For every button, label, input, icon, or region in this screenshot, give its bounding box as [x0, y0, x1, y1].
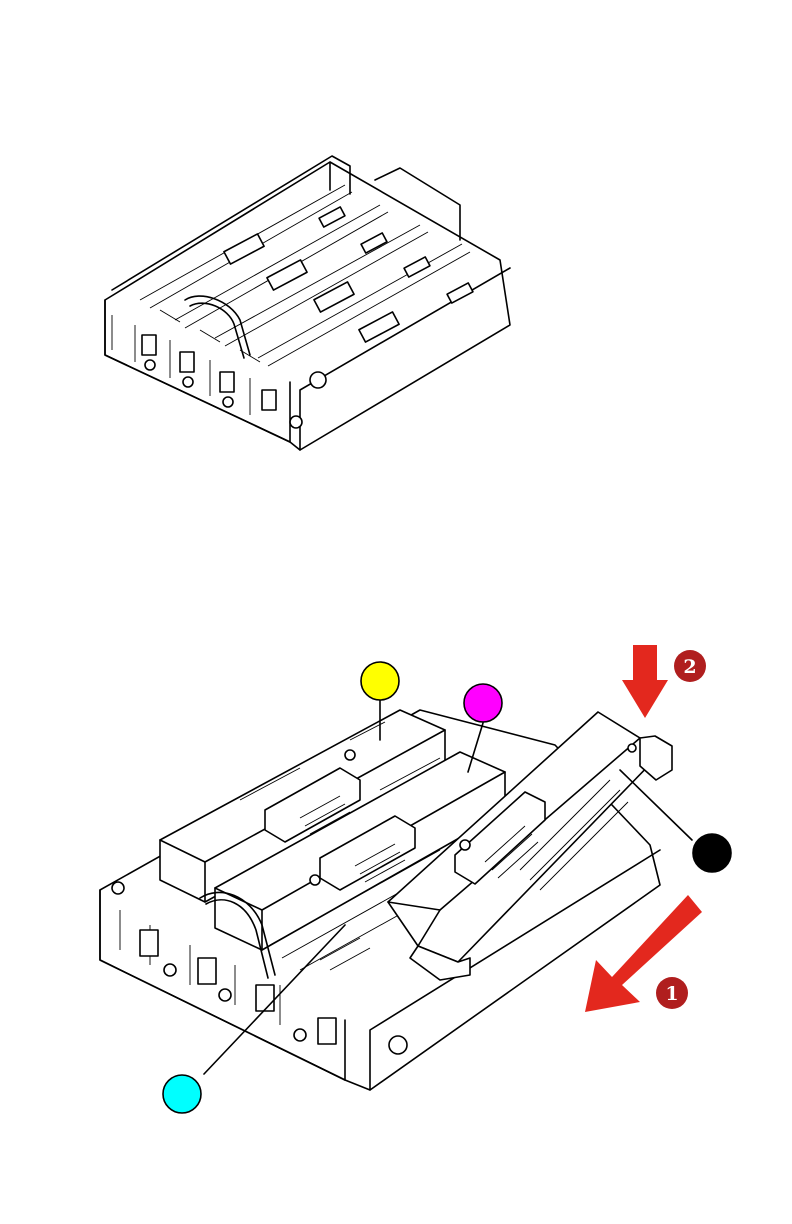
drum-tray-outline [105, 156, 510, 450]
cyan-color-callout [163, 1075, 201, 1113]
arrow-down-icon [622, 645, 668, 718]
empty-drum-unit-figure [0, 150, 792, 460]
step-2-number: 2 [683, 656, 696, 678]
step-1-number: 1 [665, 983, 678, 1005]
drum-unit-with-cartridges-drawing: 2 1 [0, 640, 792, 1120]
drum-unit-with-cartridges-figure: 2 1 [0, 640, 792, 1120]
magenta-color-callout [464, 684, 502, 722]
black-color-callout [693, 834, 731, 872]
yellow-color-callout [361, 662, 399, 700]
empty-drum-unit-drawing [0, 150, 792, 460]
